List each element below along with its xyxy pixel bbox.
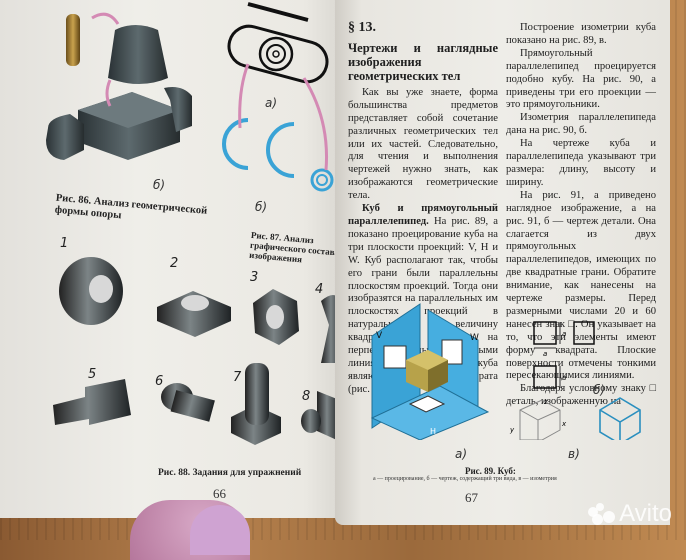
avito-watermark-text: Avito <box>619 500 672 527</box>
fig87-graphic-composition-drawing <box>222 2 334 192</box>
paragraph-isometry: Построение изометрии куба показано на ри… <box>506 22 656 46</box>
paragraph-fig91: На рис. 91, а приведено наглядное изобра… <box>506 189 656 382</box>
item-number-7: 7 <box>233 370 242 385</box>
svg-text:V: V <box>376 331 383 341</box>
section-title: Чертежи и наглядные изображения геометри… <box>348 40 498 83</box>
fig87-label-b: б) <box>255 200 268 214</box>
item-number-2: 2 <box>170 256 179 271</box>
svg-text:z: z <box>543 398 548 406</box>
item-number-8: 8 <box>302 389 311 404</box>
right-page-number: 67 <box>465 490 478 505</box>
svg-text:x: x <box>561 420 567 428</box>
paragraph-square-sign: Благодаря условному знаку □ деталь, изоб… <box>506 383 656 408</box>
svg-text:y: y <box>509 426 515 434</box>
svg-text:H: H <box>430 427 436 436</box>
paragraph-isometry-parallelepiped: Изометрия параллелепипеда дана на рис. 9… <box>506 112 656 137</box>
fig87-label-a: а) <box>265 96 278 110</box>
right-text-column: Построение изометрии куба показано на ри… <box>506 22 656 409</box>
paragraph-dimensions: На чертеже куба и параллелепипеда указыв… <box>506 138 656 188</box>
svg-text:a: a <box>543 350 547 358</box>
item-number-1: 1 <box>60 236 69 251</box>
fig88-exercise-parts-drawing <box>53 257 343 445</box>
fig86-support-exploded-drawing <box>46 12 192 160</box>
fig88-caption: Рис. 88. Задания для упражнений <box>158 468 302 478</box>
left-page-number: 66 <box>213 486 226 501</box>
fig89-label-v: в) <box>568 447 580 461</box>
item-number-4: 4 <box>315 282 324 297</box>
intro-paragraph: Как вы уже знаете, форма большинства пре… <box>348 86 498 202</box>
fig86-label-b: б) <box>153 178 166 192</box>
avito-watermark: Avito <box>588 500 672 528</box>
left-page: б) а) б) Рис. 86. Анализ геометрической … <box>0 0 345 518</box>
left-text-column: § 13. Чертежи и наглядные изображения ге… <box>348 20 498 397</box>
fig86-caption: Рис. 86. Анализ геометрической формы опо… <box>54 192 208 222</box>
svg-text:a: a <box>562 374 566 382</box>
subheading-cube: Куб и прямоугольный параллелепипед. <box>348 203 498 227</box>
right-page: § 13. Чертежи и наглядные изображения ге… <box>335 0 670 525</box>
item-number-6: 6 <box>155 374 164 389</box>
section-number: § 13. <box>348 20 376 35</box>
fig89-caption-title: Рис. 89. Куб: <box>465 466 516 476</box>
item-number-3: 3 <box>250 270 259 285</box>
fig89-caption-detail: а — проецирование, б — чертеж, содержащи… <box>373 476 557 482</box>
paragraph-parallelepiped: Прямоугольный параллелепипед проецируетс… <box>506 47 656 111</box>
svg-text:W: W <box>470 333 479 343</box>
svg-text:a: a <box>562 330 566 338</box>
avito-logo-icon <box>588 503 616 525</box>
fig89-label-b: б) <box>593 383 606 397</box>
fig89-cube-projection-drawing: V W H a a a y z x <box>370 303 641 440</box>
item-number-5: 5 <box>88 367 97 382</box>
fig89-label-a: а) <box>455 447 468 461</box>
